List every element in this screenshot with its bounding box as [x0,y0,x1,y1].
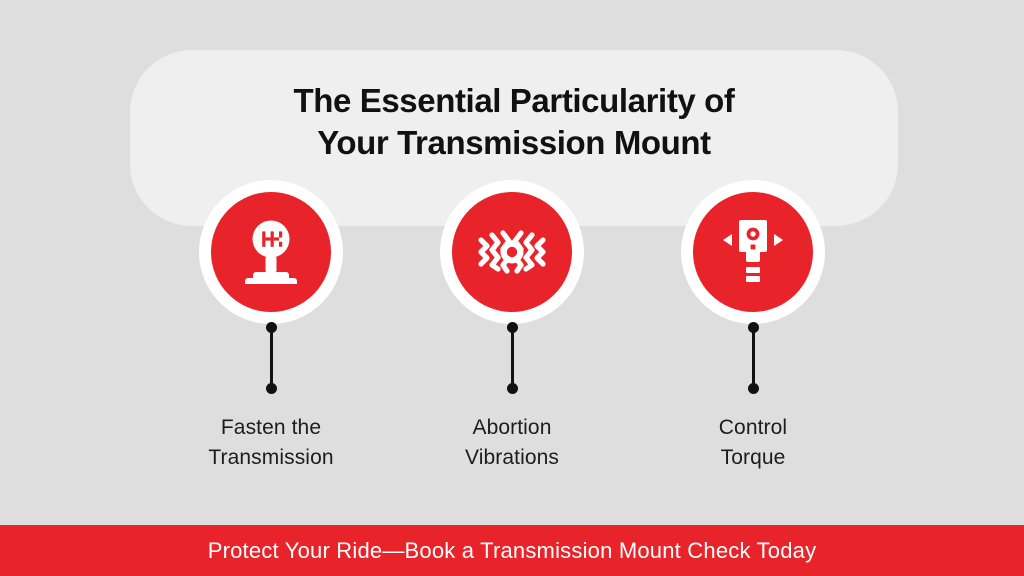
connector-dot-top [747,322,759,333]
icon-badge-abortion-vibrations [440,180,584,324]
feature-column-fasten-the-transmission: Fasten the Transmission [151,180,392,473]
connector-line [265,322,277,394]
page-title: The Essential Particularity of Your Tran… [293,82,735,161]
cta-banner-text: Protect Your Ride—Book a Transmission Mo… [207,537,817,563]
connector-dot-bottom [747,383,759,394]
connector-stem [510,331,514,385]
icon-badge-disc [693,192,813,312]
icon-badge-fasten-the-transmission [199,180,343,324]
torque-wrench-icon [715,212,791,292]
feature-column-abortion-vibrations: Abortion Vibrations [392,180,633,473]
cta-banner[interactable]: Protect Your Ride—Book a Transmission Mo… [0,525,1024,576]
feature-columns: Fasten the Transmission [0,180,1024,473]
connector-line [747,322,759,394]
feature-column-control-torque: Control Torque [633,180,874,473]
connector-dot-top [265,322,277,333]
feature-caption: Control Torque [718,416,788,469]
gear-shifter-icon [232,213,310,291]
vibration-icon [471,213,553,291]
icon-badge-disc [452,192,572,312]
connector-stem [751,331,755,385]
icon-badge-control-torque [681,180,825,324]
connector-line [506,322,518,394]
connector-dot-bottom [506,383,518,394]
feature-caption: Fasten the Transmission [208,416,334,469]
feature-caption: Abortion Vibrations [464,416,559,469]
connector-stem [269,331,273,385]
connector-dot-top [506,322,518,333]
icon-badge-disc [211,192,331,312]
connector-dot-bottom [265,383,277,394]
